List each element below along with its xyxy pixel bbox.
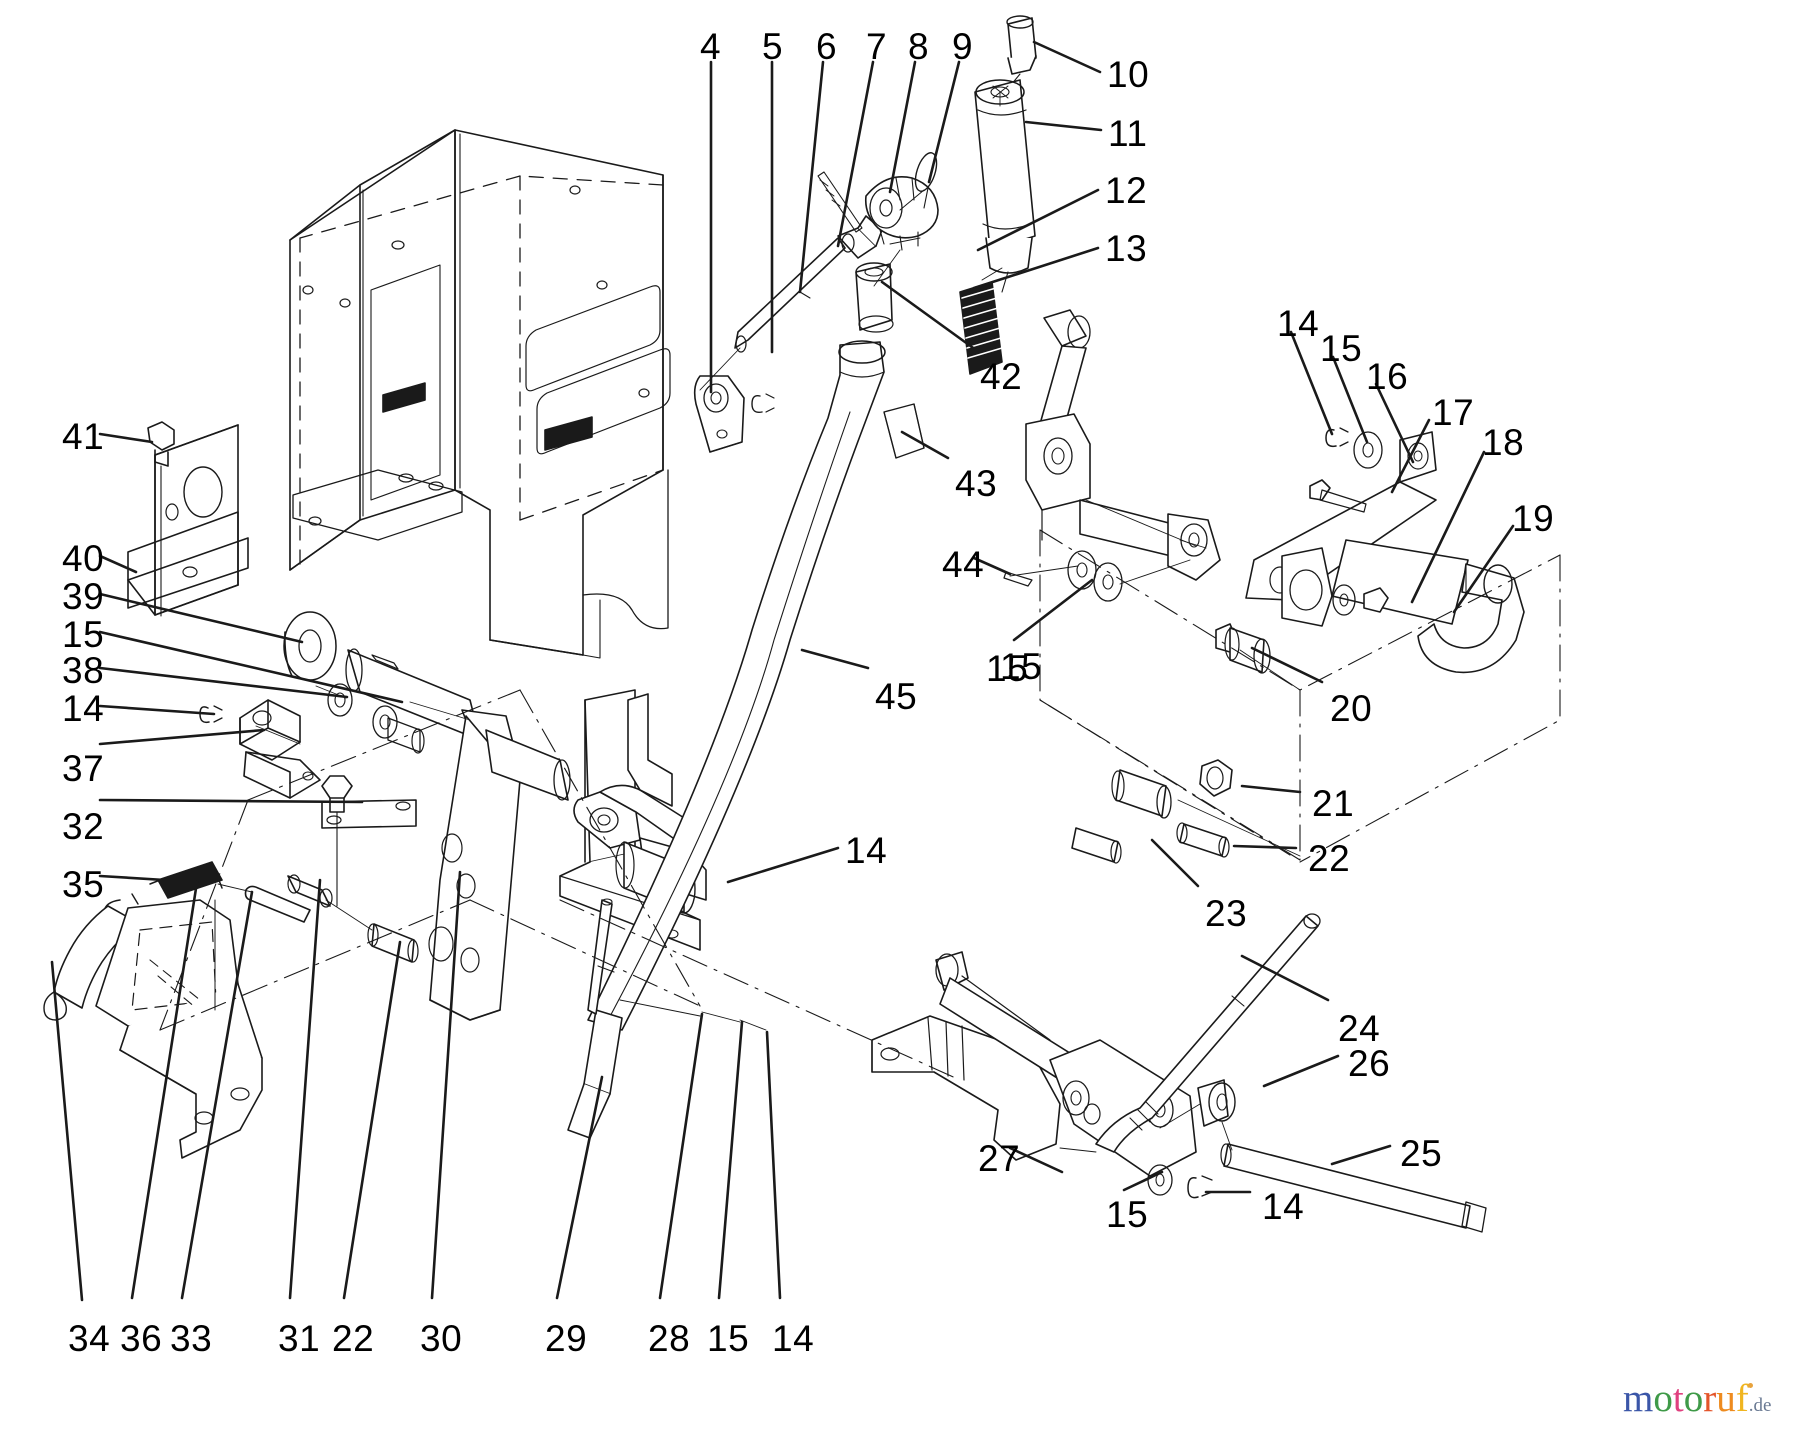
callout-number-14: 14 [62,688,105,729]
callout-number-29: 29 [545,1318,588,1359]
callout-number-20: 20 [1330,688,1373,729]
callout-number-45: 45 [875,676,918,717]
callout-number-12: 12 [1105,170,1148,211]
pivot-shaft-assembly [199,611,481,754]
right-linkage [1003,309,1525,864]
callout-number-13: 13 [1105,228,1148,269]
watermark-wordmark: motoruf [1623,1377,1749,1420]
callout-number-28: 28 [648,1318,691,1359]
callout-number-15: 15 [986,648,1029,689]
callout-number-4: 4 [700,26,722,67]
callout-number-37: 37 [62,748,105,789]
watermark-letter-5: u [1716,1377,1736,1420]
callout-number-17: 17 [1432,392,1475,433]
callout-number-26: 26 [1348,1043,1391,1084]
callout-number-33: 33 [170,1318,213,1359]
upper-rod-assembly [693,152,939,453]
watermark-letter-1: o [1653,1377,1673,1420]
watermark-suffix: .de [1748,1395,1772,1416]
callout-number-16: 16 [1366,356,1409,397]
callout-number-11: 11 [1108,113,1148,154]
callout-number-7: 7 [866,26,888,67]
callout-number-15: 15 [1106,1194,1149,1235]
callout-number-32: 32 [62,806,105,847]
callout-number-14: 14 [845,830,888,871]
callout-leaders [50,40,1515,1302]
callout-number-15: 15 [1320,328,1363,369]
watermark-letter-6: f [1735,1377,1749,1420]
callout-number-14: 14 [1262,1186,1305,1227]
callout-number-22: 22 [332,1318,375,1359]
callout-number-19: 19 [1512,498,1555,539]
damper-assembly [959,15,1037,375]
callout-number-25: 25 [1400,1133,1443,1174]
callout-number-31: 31 [278,1318,321,1359]
callout-number-39: 39 [62,576,105,617]
watermark-letter-3: o [1683,1377,1704,1420]
callout-number-38: 38 [62,650,105,691]
lower-right-linkage [871,913,1487,1233]
callout-number-5: 5 [762,26,784,67]
callout-number-15: 15 [1000,646,1043,687]
callout-number-6: 6 [816,26,838,67]
callout-number-22: 22 [1308,838,1351,879]
callout-number-15: 15 [62,614,105,655]
callout-number-15: 15 [707,1318,750,1359]
pedal-33-36 [43,899,263,1159]
callout-number-18: 18 [1482,422,1525,463]
callout-number-14: 14 [1277,303,1320,344]
watermark-letter-4: r [1703,1377,1717,1420]
console-panel [289,129,671,659]
callout-number-41: 41 [62,416,105,457]
callout-number-21: 21 [1312,783,1355,824]
watermark-letter-2: t [1672,1377,1684,1420]
watermark-letter-0: m [1623,1377,1654,1420]
callout-number-35: 35 [62,864,105,905]
callout-number-36: 36 [120,1318,163,1359]
bracket-37 [239,699,321,799]
callout-number-44: 44 [942,544,985,585]
callout-number-8: 8 [908,26,930,67]
callout-number-9: 9 [952,26,974,67]
watermark-dot [1748,1383,1753,1388]
link-rods-left [244,874,419,963]
site-watermark: motoruf.de [1623,1379,1771,1418]
callout-number-43: 43 [955,463,998,504]
shift-lever-45 [567,340,925,1139]
callout-number-27: 27 [978,1138,1021,1179]
callout-number-40: 40 [62,538,105,579]
callout-number-30: 30 [420,1318,463,1359]
callout-number-23: 23 [1205,893,1248,934]
callout-number-42: 42 [980,356,1023,397]
callout-number-24: 24 [1338,1008,1381,1049]
callout-number-14: 14 [772,1318,815,1359]
lever-30 [428,709,571,1021]
callout-number-34: 34 [68,1318,111,1359]
callout-number-10: 10 [1107,54,1150,95]
